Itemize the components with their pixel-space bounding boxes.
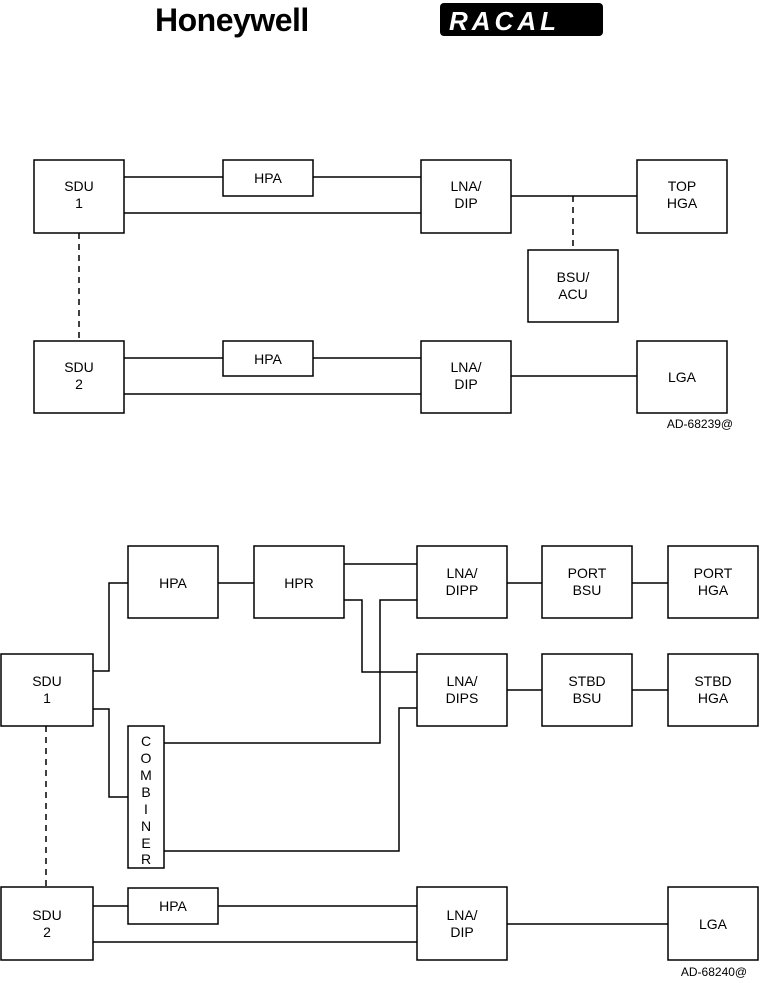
svg-text:C: C xyxy=(141,733,151,749)
svg-text:LNA/: LNA/ xyxy=(446,907,477,923)
svg-text:LGA: LGA xyxy=(699,916,728,932)
svg-text:DIP: DIP xyxy=(454,195,477,211)
svg-text:STBD: STBD xyxy=(568,673,605,689)
svg-text:DIPP: DIPP xyxy=(446,582,479,598)
svg-text:HGA: HGA xyxy=(667,195,698,211)
svg-text:HPA: HPA xyxy=(159,575,187,591)
hpa-block: HPA xyxy=(223,341,313,376)
svg-text:I: I xyxy=(144,801,148,817)
lna-dip-block: LNA/ DIP xyxy=(421,341,511,413)
svg-text:BSU: BSU xyxy=(573,582,602,598)
svg-text:SDU: SDU xyxy=(64,359,94,375)
hpa-block: HPA xyxy=(128,888,218,924)
wire-sdu1-combiner xyxy=(93,709,128,797)
top-hga-block: TOP HGA xyxy=(637,160,727,233)
lga-block: LGA xyxy=(637,341,727,413)
wire-sdu1-hpa xyxy=(93,583,128,671)
figure-reference: AD-68240@ xyxy=(681,965,747,979)
svg-text:HGA: HGA xyxy=(698,582,729,598)
stbd-bsu-block: STBD BSU xyxy=(542,654,632,726)
wire-combiner-dips xyxy=(164,708,417,851)
svg-text:2: 2 xyxy=(43,924,51,940)
svg-text:SDU: SDU xyxy=(64,178,94,194)
lna-dipp-block: LNA/ DIPP xyxy=(417,546,507,618)
svg-text:HPA: HPA xyxy=(254,170,282,186)
svg-text:DIPS: DIPS xyxy=(446,690,479,706)
combiner-block: C O M B I N E R xyxy=(128,726,164,868)
svg-text:TOP: TOP xyxy=(668,178,697,194)
diagram-2: HPA HPR LNA/ DIPP PORT BSU PORT HGA SDU … xyxy=(1,546,758,979)
svg-text:2: 2 xyxy=(75,376,83,392)
svg-text:BSU/: BSU/ xyxy=(557,269,590,285)
svg-text:1: 1 xyxy=(75,195,83,211)
lna-dip-block: LNA/ DIP xyxy=(421,160,511,233)
svg-text:1: 1 xyxy=(43,690,51,706)
lna-dips-block: LNA/ DIPS xyxy=(417,654,507,726)
svg-text:R: R xyxy=(141,851,151,867)
honeywell-wordmark: Honeywell xyxy=(155,2,309,38)
port-hga-block: PORT HGA xyxy=(668,546,758,618)
svg-text:PORT: PORT xyxy=(694,565,733,581)
svg-text:E: E xyxy=(141,835,150,851)
svg-text:ACU: ACU xyxy=(558,286,588,302)
diagram-1: SDU 1 HPA LNA/ DIP TOP HGA BSU/ ACU SDU … xyxy=(34,160,733,431)
svg-text:M: M xyxy=(140,767,152,783)
svg-text:HGA: HGA xyxy=(698,690,729,706)
hpa-block: HPA xyxy=(223,160,313,196)
svg-text:DIP: DIP xyxy=(454,376,477,392)
svg-text:SDU: SDU xyxy=(32,673,62,689)
stbd-hga-block: STBD HGA xyxy=(668,654,758,726)
bsu-acu-block: BSU/ ACU xyxy=(528,250,618,322)
hpr-block: HPR xyxy=(254,546,344,618)
svg-text:N: N xyxy=(141,818,151,834)
svg-text:BSU: BSU xyxy=(573,690,602,706)
honeywell-logo: Honeywell xyxy=(155,2,309,38)
svg-text:LNA/: LNA/ xyxy=(446,673,477,689)
svg-text:B: B xyxy=(141,784,150,800)
figure-reference: AD-68239@ xyxy=(667,417,733,431)
lga-block: LGA xyxy=(668,887,758,960)
hpa-block: HPA xyxy=(128,546,218,618)
lna-dip-block: LNA/ DIP xyxy=(417,887,507,960)
sdu-1-block: SDU 1 xyxy=(34,160,124,233)
racal-wordmark: RACAL xyxy=(449,6,560,36)
svg-text:LNA/: LNA/ xyxy=(450,178,481,194)
port-bsu-block: PORT BSU xyxy=(542,546,632,618)
svg-text:LNA/: LNA/ xyxy=(446,565,477,581)
sdu-2-block: SDU 2 xyxy=(34,341,124,413)
sdu-1-block: SDU 1 xyxy=(1,654,93,726)
svg-text:O: O xyxy=(141,750,152,766)
svg-text:HPA: HPA xyxy=(254,351,282,367)
svg-text:STBD: STBD xyxy=(694,673,731,689)
svg-text:HPA: HPA xyxy=(159,898,187,914)
svg-text:LGA: LGA xyxy=(668,369,697,385)
svg-text:LNA/: LNA/ xyxy=(450,359,481,375)
racal-logo: RACAL xyxy=(440,3,603,36)
sdu-2-block: SDU 2 xyxy=(1,887,93,960)
svg-text:DIP: DIP xyxy=(450,924,473,940)
svg-text:HPR: HPR xyxy=(284,575,314,591)
svg-text:SDU: SDU xyxy=(32,907,62,923)
svg-text:PORT: PORT xyxy=(568,565,607,581)
